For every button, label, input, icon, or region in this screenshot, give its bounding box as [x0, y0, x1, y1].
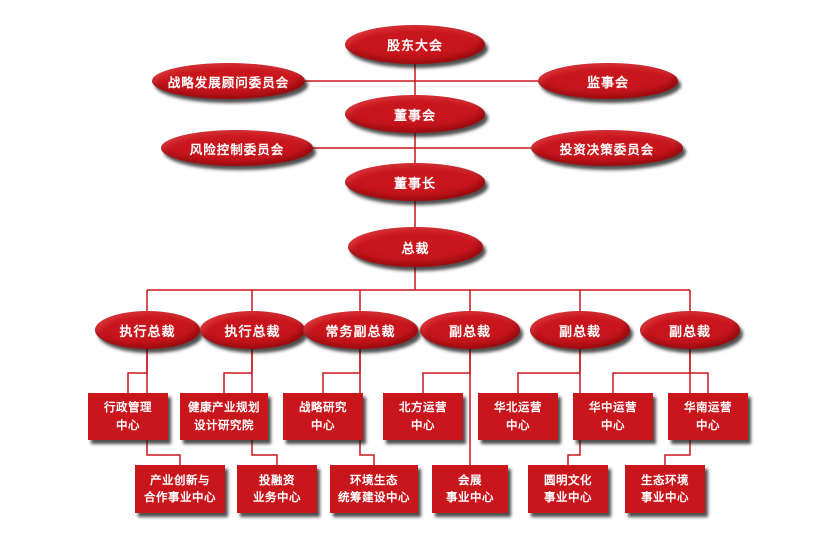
node-strategy-advisory-committee: 战略发展顾问委员会	[152, 63, 305, 99]
connectors	[127, 64, 709, 465]
node-standing-vice-president: 常务副总裁	[303, 311, 418, 349]
node-yuanming-culture-center: 圆明文化 事业中心	[528, 465, 608, 513]
node-executive-president-1: 执行总裁	[95, 311, 200, 349]
node-south-china-operations-center: 华南运营 中心	[668, 393, 748, 440]
node-risk-control-committee: 风险控制委员会	[161, 130, 313, 166]
node-north-china-operations-center: 华北运营 中心	[478, 393, 558, 440]
node-shareholders-meeting: 股东大会	[345, 25, 485, 64]
node-chairman: 董事长	[345, 163, 485, 201]
node-investment-decision-committee: 投资决策委员会	[531, 130, 683, 166]
node-president: 总裁	[348, 227, 483, 267]
node-executive-president-2: 执行总裁	[200, 311, 305, 349]
node-north-operations-center: 北方运营 中心	[383, 393, 463, 440]
node-eco-environment-center: 生态环境 事业中心	[625, 465, 705, 513]
node-vice-president-3: 副总裁	[640, 311, 740, 349]
node-health-industry-planning-institute: 健康产业规划 设计研究院	[180, 393, 268, 440]
node-exhibition-center: 会展 事业中心	[432, 465, 508, 513]
node-investment-financing-center: 投融资 业务中心	[237, 465, 317, 513]
node-strategy-research-center: 战略研究 中心	[283, 393, 363, 440]
node-industry-innovation-cooperation-center: 产业创新与 合作事业中心	[135, 465, 225, 513]
node-eco-planning-construction-center: 环境生态 统筹建设中心	[330, 465, 418, 513]
node-central-china-operations-center: 华中运营 中心	[573, 393, 653, 440]
node-board-of-directors: 董事会	[345, 95, 485, 133]
node-supervisory-board: 监事会	[538, 63, 678, 99]
node-vice-president-2: 副总裁	[530, 311, 630, 349]
node-admin-management-center: 行政管理 中心	[88, 393, 168, 440]
node-vice-president-1: 副总裁	[420, 311, 520, 349]
